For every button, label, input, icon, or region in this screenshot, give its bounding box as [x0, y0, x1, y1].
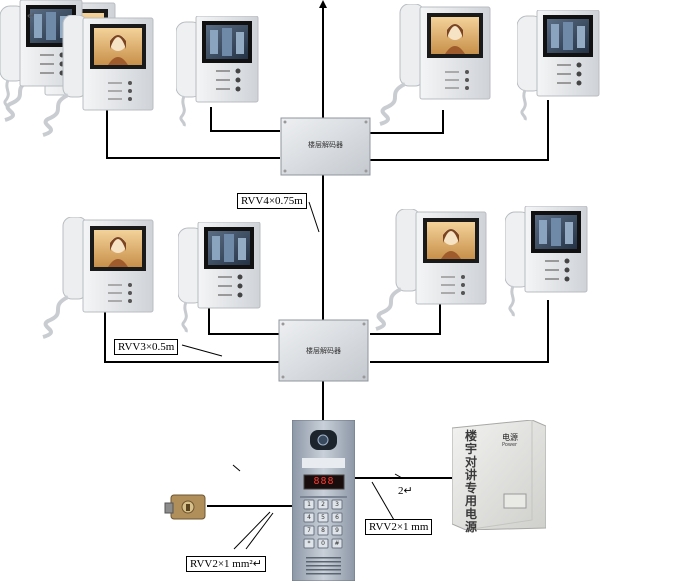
wire-mid-b — [208, 300, 280, 335]
keypad-key[interactable]: 3 — [335, 501, 339, 508]
monitor-2 — [176, 16, 260, 128]
wire-mid-a — [104, 300, 280, 363]
power-title: 电源 — [502, 433, 518, 442]
lock-icon — [164, 494, 206, 520]
door-station: 888 1 2 3 4 5 6 7 8 9 * 0 # — [291, 419, 356, 582]
keypad-key[interactable]: 0 — [321, 540, 325, 547]
cable-label-lock: RVV2×1 mm²↵ — [186, 556, 266, 572]
door-display: 888 — [313, 476, 335, 487]
return-mark: ↵ — [27, 11, 36, 22]
keypad-key[interactable]: * — [307, 540, 311, 547]
wire-top-a — [106, 97, 280, 159]
keypad-key[interactable]: # — [334, 540, 340, 547]
wire-mid-d — [370, 300, 549, 363]
door-station-body — [291, 419, 356, 582]
leader-lines — [181, 201, 403, 550]
monitor-3 — [378, 4, 492, 126]
keypad-key[interactable]: 1 — [307, 501, 311, 508]
decoder-mid — [278, 319, 369, 382]
monitor-5 — [41, 217, 155, 339]
power-supply-body — [451, 419, 547, 531]
power-supply: 电源 Power 楼宇对讲专用电源 — [451, 419, 547, 534]
wire-top-d — [370, 100, 549, 161]
monitor-6 — [178, 222, 262, 334]
wire-top-b — [210, 107, 280, 132]
keypad-key[interactable]: 6 — [335, 514, 339, 521]
monitor-8 — [505, 206, 589, 318]
cable-label-power: RVV2×1 mm — [365, 519, 433, 535]
monitor-4 — [517, 10, 601, 122]
decoder-mid-label: 楼层解码器 — [306, 347, 341, 355]
wire-mid-c — [370, 302, 441, 335]
power-subtitle: Power — [502, 442, 518, 448]
keypad-key[interactable]: 2 — [321, 501, 325, 508]
wire-top-c — [370, 110, 444, 134]
keypad-key[interactable]: 7 — [307, 527, 311, 534]
keypad-key[interactable]: 5 — [321, 514, 325, 521]
electric-lock — [163, 491, 208, 523]
monitor-1 — [41, 15, 155, 137]
keypad-key[interactable]: 8 — [321, 527, 325, 534]
decoder-top-label: 楼层解码器 — [308, 141, 343, 149]
cable-label-branch: RVV3×0.5m — [114, 339, 179, 355]
power-vertical-label: 楼宇对讲专用电源 — [465, 429, 478, 534]
cable-label-riser: RVV4×0.75m — [237, 193, 307, 209]
monitor-7 — [374, 209, 488, 331]
decoder-top — [280, 117, 371, 176]
keypad-key[interactable]: 4 — [307, 514, 311, 521]
plus-mark: 2↵ — [398, 485, 413, 497]
keypad-key[interactable]: 9 — [335, 527, 339, 534]
riser-arrow-icon — [319, 0, 327, 8]
